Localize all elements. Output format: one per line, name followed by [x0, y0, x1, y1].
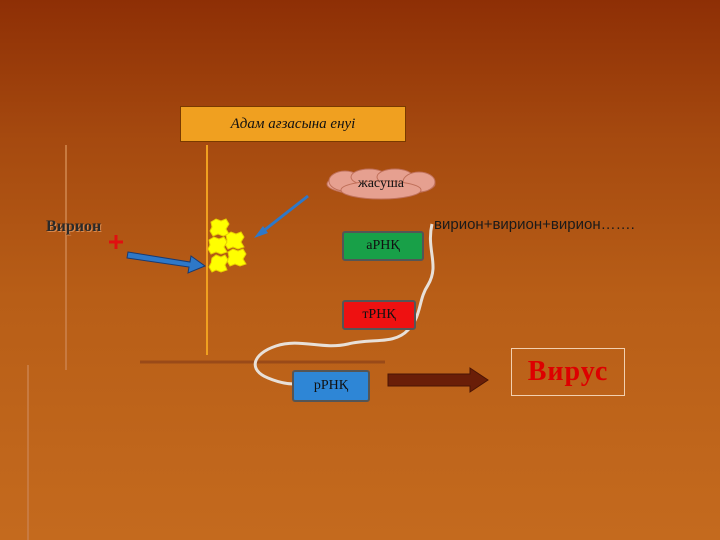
virion-label: Вирион: [46, 218, 102, 235]
title-box: Адам ағзасына енуі: [180, 106, 406, 142]
blue-pointer-arrow-icon: [254, 194, 309, 238]
brown-result-arrow-icon: [387, 367, 489, 393]
cloud-icon: [326, 168, 436, 200]
virion-chain-text: вирион+вирион+вирион…….: [434, 216, 635, 233]
trnk-box: тРНҚ: [342, 300, 416, 330]
arnk-label: аРНҚ: [366, 238, 400, 253]
connector-wave-line: [253, 223, 435, 386]
rrnk-label: рРНҚ: [313, 378, 349, 393]
trnk-label: тРНҚ: [362, 307, 396, 322]
title-text: Адам ағзасына енуі: [230, 115, 356, 132]
arnk-box: аРНҚ: [342, 231, 424, 261]
blue-entry-arrow-icon: [126, 251, 207, 274]
red-cross-icon: [109, 235, 123, 249]
virus-label: Вирус: [527, 356, 609, 387]
rrnk-box: рРНҚ: [292, 370, 370, 402]
cell-cloud: жасуша: [325, 168, 437, 200]
virus-result-box: Вирус: [511, 348, 625, 396]
virion-cluster-icon: [207, 218, 247, 273]
cell-label: жасуша: [358, 176, 404, 191]
